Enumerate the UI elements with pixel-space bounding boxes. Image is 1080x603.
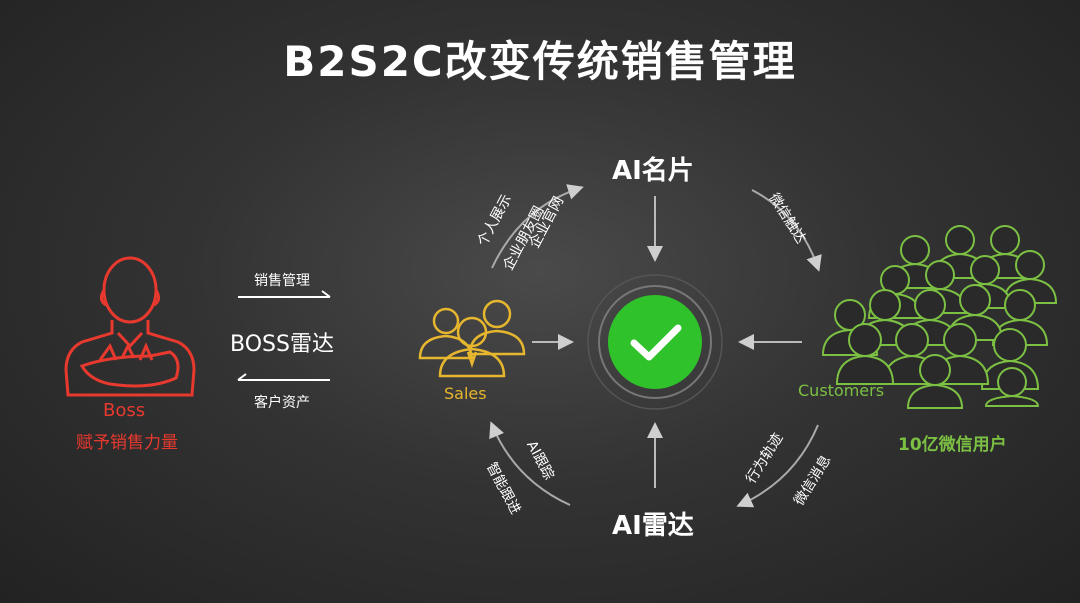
crowd-icon bbox=[821, 225, 1058, 409]
wechat-users-label: 10亿微信用户 bbox=[898, 435, 1007, 455]
arc-ai-card-to-customers bbox=[751, 189, 822, 272]
boss-radar-label: BOSS雷达 bbox=[230, 332, 334, 357]
ai-radar-label: AI雷达 bbox=[612, 511, 694, 541]
page-title: B2S2C改变传统销售管理 bbox=[283, 37, 797, 86]
ai-card-label: AI名片 bbox=[612, 156, 694, 186]
boss-label: Boss bbox=[103, 400, 146, 421]
sales-team-icon bbox=[418, 299, 526, 378]
arc-sales-to-ai-card bbox=[491, 184, 584, 269]
checkmark-circle-icon bbox=[587, 274, 723, 410]
customers-label: Customers bbox=[798, 381, 885, 400]
boss-crossed-arms-icon bbox=[64, 256, 196, 397]
arc-customers-to-ai-radar bbox=[736, 424, 819, 508]
sales-label: Sales bbox=[444, 384, 487, 403]
customer-asset-label: 客户资产 bbox=[254, 395, 310, 411]
arrow-sales-management bbox=[238, 290, 331, 298]
sales-management-label: 销售管理 bbox=[254, 273, 310, 289]
boss-subtitle: 赋予销售力量 bbox=[76, 433, 178, 453]
arrow-customer-asset bbox=[237, 373, 330, 381]
arc-ai-radar-to-sales bbox=[489, 421, 571, 506]
